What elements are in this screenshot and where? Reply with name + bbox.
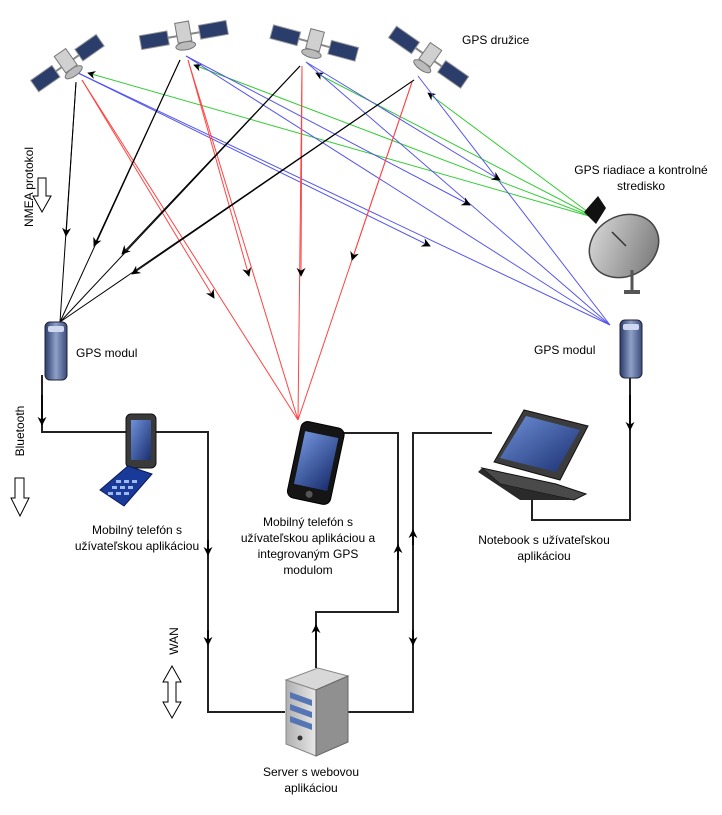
gps-module-icon bbox=[44, 321, 68, 381]
phone-left-line1: Mobilný telefón s bbox=[91, 523, 183, 537]
blue-link bbox=[75, 71, 431, 247]
blue-link bbox=[185, 55, 471, 206]
nmea-label: NMEA protokol bbox=[22, 146, 36, 228]
arrow-down-icon bbox=[10, 477, 30, 518]
satellite-icon bbox=[269, 24, 360, 62]
gps-module-icon bbox=[619, 319, 643, 379]
smartphone-icon bbox=[286, 421, 345, 505]
satellites-label: GPS družice bbox=[462, 33, 530, 47]
control-center-line1: GPS riadiace a kontrolné bbox=[574, 163, 708, 177]
server-label: Server s webovou aplikáciou bbox=[236, 764, 386, 796]
red-link bbox=[81, 79, 215, 299]
satellite-icon bbox=[29, 33, 105, 93]
control-center-line2: stredisko bbox=[616, 179, 666, 193]
arrow-updown-icon bbox=[162, 664, 182, 720]
red-link bbox=[187, 59, 299, 421]
green-link bbox=[193, 63, 597, 219]
satellite-icon bbox=[387, 25, 470, 89]
gps-module-right-label: GPS modul bbox=[534, 343, 596, 357]
server-line1: Server s webovou bbox=[262, 765, 360, 779]
notebook-label: Notebook s užívateľskou aplikáciou bbox=[454, 532, 634, 564]
notebook-line2: aplikáciou bbox=[517, 549, 571, 563]
laptop-icon bbox=[478, 409, 589, 501]
wan-link-left-phone bbox=[142, 431, 285, 713]
satellite-to-right-module-links bbox=[75, 55, 611, 326]
arrow-down-icon bbox=[32, 177, 52, 214]
phone-left-label: Mobilný telefón s užívateľskou aplikácio… bbox=[52, 522, 222, 554]
blue-link bbox=[185, 55, 611, 326]
bluetooth-link-left bbox=[41, 375, 142, 433]
server-icon bbox=[284, 667, 350, 757]
satellite-icon bbox=[138, 19, 229, 51]
wan-link-notebook bbox=[346, 432, 492, 713]
phone-center-line2: užívateľskou aplikáciou a bbox=[240, 531, 376, 545]
black-link bbox=[121, 65, 301, 255]
black-link bbox=[131, 79, 415, 275]
satellite-to-left-module-links bbox=[59, 59, 415, 323]
satellite-to-phone-links bbox=[81, 59, 413, 421]
green-link bbox=[315, 72, 597, 219]
satellite-dish-icon bbox=[584, 196, 660, 294]
server-line2: aplikáciou bbox=[284, 781, 338, 795]
green-link bbox=[427, 92, 597, 219]
blue-link bbox=[305, 61, 611, 326]
wan-label: WAN bbox=[167, 627, 181, 655]
blue-link bbox=[305, 61, 501, 181]
red-link bbox=[187, 59, 252, 277]
wiring-arrows bbox=[37, 395, 635, 646]
control-center-label: GPS riadiace a kontrolné stredisko bbox=[560, 162, 722, 194]
phone-center-line1: Mobilný telefón s bbox=[262, 515, 354, 529]
phone-center-line4: modulom bbox=[283, 563, 333, 577]
bluetooth-label: Bluetooth bbox=[13, 405, 27, 457]
green-link bbox=[87, 71, 597, 219]
blue-link bbox=[417, 75, 611, 326]
gps-module-left-label: GPS modul bbox=[76, 346, 138, 360]
notebook-line1: Notebook s užívateľskou bbox=[478, 533, 610, 547]
network-wiring bbox=[41, 375, 631, 713]
right-module-link bbox=[531, 378, 631, 521]
red-link bbox=[350, 81, 413, 261]
control-to-satellite-links bbox=[87, 63, 597, 219]
blue-link bbox=[75, 71, 611, 326]
black-link bbox=[62, 81, 77, 237]
phone-center-line3: integrovaným GPS bbox=[257, 547, 359, 561]
red-link bbox=[296, 65, 306, 277]
red-link bbox=[81, 79, 299, 421]
mobile-phone-icon bbox=[99, 413, 157, 507]
phone-center-label: Mobilný telefón s užívateľskou aplikácio… bbox=[218, 514, 398, 578]
phone-left-line2: užívateľskou aplikáciou bbox=[74, 539, 200, 553]
black-link bbox=[93, 59, 181, 247]
